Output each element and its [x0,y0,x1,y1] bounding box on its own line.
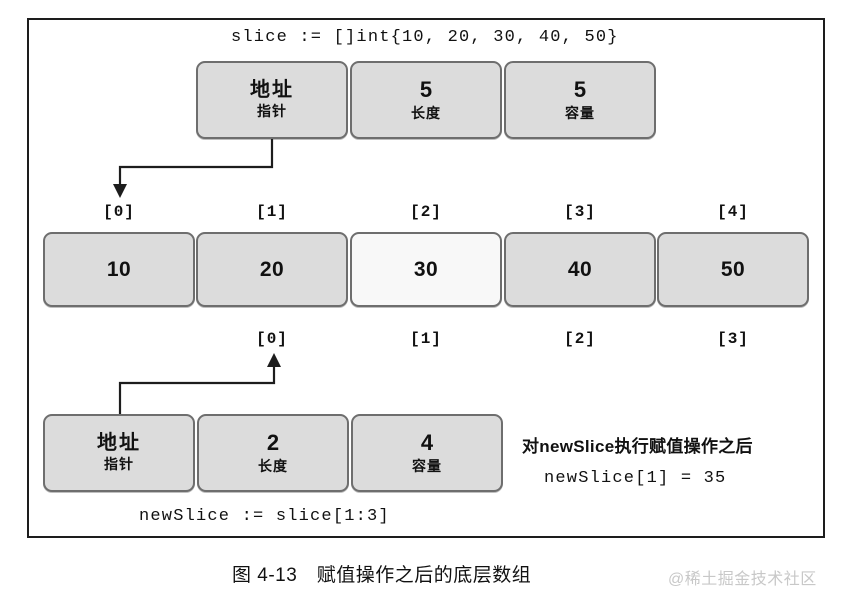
bottom-code-label: newSlice := slice[1:3] [139,507,390,526]
newslice-header-capacity-label: 容量 [412,458,442,475]
array-cell-3: 40 [504,232,656,307]
slice-header-length-cell: 5 长度 [350,61,502,139]
newslice-index-1: [1] [410,330,442,348]
assignment-annotation-code: newSlice[1] = 35 [544,469,727,488]
slice-header-pointer-label: 指针 [257,103,287,120]
figure-caption: 图 4-13 赋值操作之后的底层数组 [232,565,532,586]
newslice-header-pointer-value: 地址 [97,432,141,455]
array-top-index-1: [1] [256,203,288,221]
newslice-index-0: [0] [256,330,288,348]
array-cell-4: 50 [657,232,809,307]
array-top-index-3: [3] [564,203,596,221]
newslice-header-pointer-cell: 地址 指针 [43,414,195,492]
array-cell-0-value: 10 [106,257,132,281]
array-cell-2-value: 30 [413,257,439,281]
slice-header-length-value: 5 [419,77,433,103]
slice-header-capacity-label: 容量 [565,105,595,122]
array-top-index-4: [4] [717,203,749,221]
array-top-index-0: [0] [103,203,135,221]
newslice-header-pointer-label: 指针 [104,456,134,473]
newslice-index-3: [3] [717,330,749,348]
watermark-label: @稀土掘金技术社区 [668,571,817,588]
top-code-label: slice := []int{10, 20, 30, 40, 50} [231,28,619,47]
slice-header-capacity-value: 5 [573,77,587,103]
array-cell-0: 10 [43,232,195,307]
slice-header-pointer-cell: 地址 指针 [196,61,348,139]
newslice-header-capacity-value: 4 [420,430,434,456]
newslice-header-length-label: 长度 [258,458,288,475]
array-cell-1-value: 20 [259,257,285,281]
array-cell-4-value: 50 [720,257,746,281]
slice-header-capacity-cell: 5 容量 [504,61,656,139]
array-top-index-2: [2] [410,203,442,221]
assignment-annotation-title: 对newSlice执行赋值操作之后 [522,437,753,456]
newslice-index-2: [2] [564,330,596,348]
array-cell-1: 20 [196,232,348,307]
newslice-header-length-cell: 2 长度 [197,414,349,492]
slice-header-length-label: 长度 [411,105,441,122]
assignment-annotation: 对newSlice执行赋值操作之后 newSlice[1] = 35 [522,432,753,488]
newslice-header-capacity-cell: 4 容量 [351,414,503,492]
slice-header-pointer-value: 地址 [250,79,294,102]
array-cell-2: 30 [350,232,502,307]
newslice-header-length-value: 2 [266,430,280,456]
array-cell-3-value: 40 [567,257,593,281]
